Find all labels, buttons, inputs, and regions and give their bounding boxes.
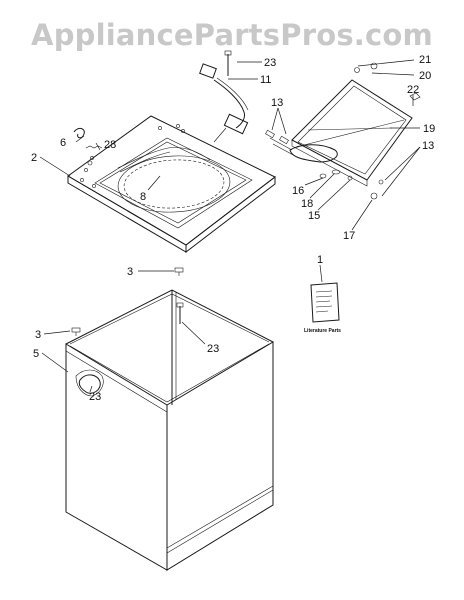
spring-part — [85, 145, 103, 149]
hook-part — [73, 127, 85, 139]
screw-mid — [176, 302, 184, 324]
callout-23: 23 — [89, 391, 101, 403]
callout-21: 21 — [419, 54, 431, 66]
leader-lines — [39, 59, 421, 393]
callout-23: 23 — [207, 343, 219, 355]
cabinet — [65, 289, 274, 571]
callout-5: 5 — [33, 348, 39, 360]
callout-3: 3 — [127, 266, 133, 278]
callout-1: 1 — [317, 254, 323, 266]
clip-part — [78, 374, 101, 394]
callout-13: 13 — [271, 97, 283, 109]
literature-parts-label: Literature Parts — [304, 328, 341, 334]
callout-19: 19 — [423, 123, 435, 135]
callout-18: 18 — [301, 198, 313, 210]
callout-22: 22 — [407, 84, 419, 96]
callout-3: 3 — [35, 329, 41, 341]
top-panel — [67, 115, 276, 254]
callout-15: 15 — [308, 210, 320, 222]
literature-parts-tag: Literature Parts — [304, 282, 341, 334]
screw-lower — [71, 327, 81, 336]
screw-top — [224, 50, 232, 76]
screw-upper — [174, 267, 184, 276]
callout-2: 2 — [31, 152, 37, 164]
lid — [265, 62, 421, 200]
callout-16: 16 — [292, 185, 304, 197]
wire-harness — [199, 63, 249, 143]
callouts: 23 11 21 20 22 13 19 13 6 28 2 8 16 18 1… — [31, 54, 435, 403]
callout-6: 6 — [60, 137, 66, 149]
watermark: AppliancePartsPros.com — [31, 18, 433, 52]
callout-11: 11 — [260, 74, 271, 86]
callout-20: 20 — [419, 70, 431, 82]
callout-23: 23 — [264, 57, 276, 69]
callout-13: 13 — [422, 140, 434, 152]
callout-17: 17 — [343, 230, 355, 242]
callout-28: 28 — [104, 139, 116, 151]
callout-8: 8 — [140, 191, 146, 203]
